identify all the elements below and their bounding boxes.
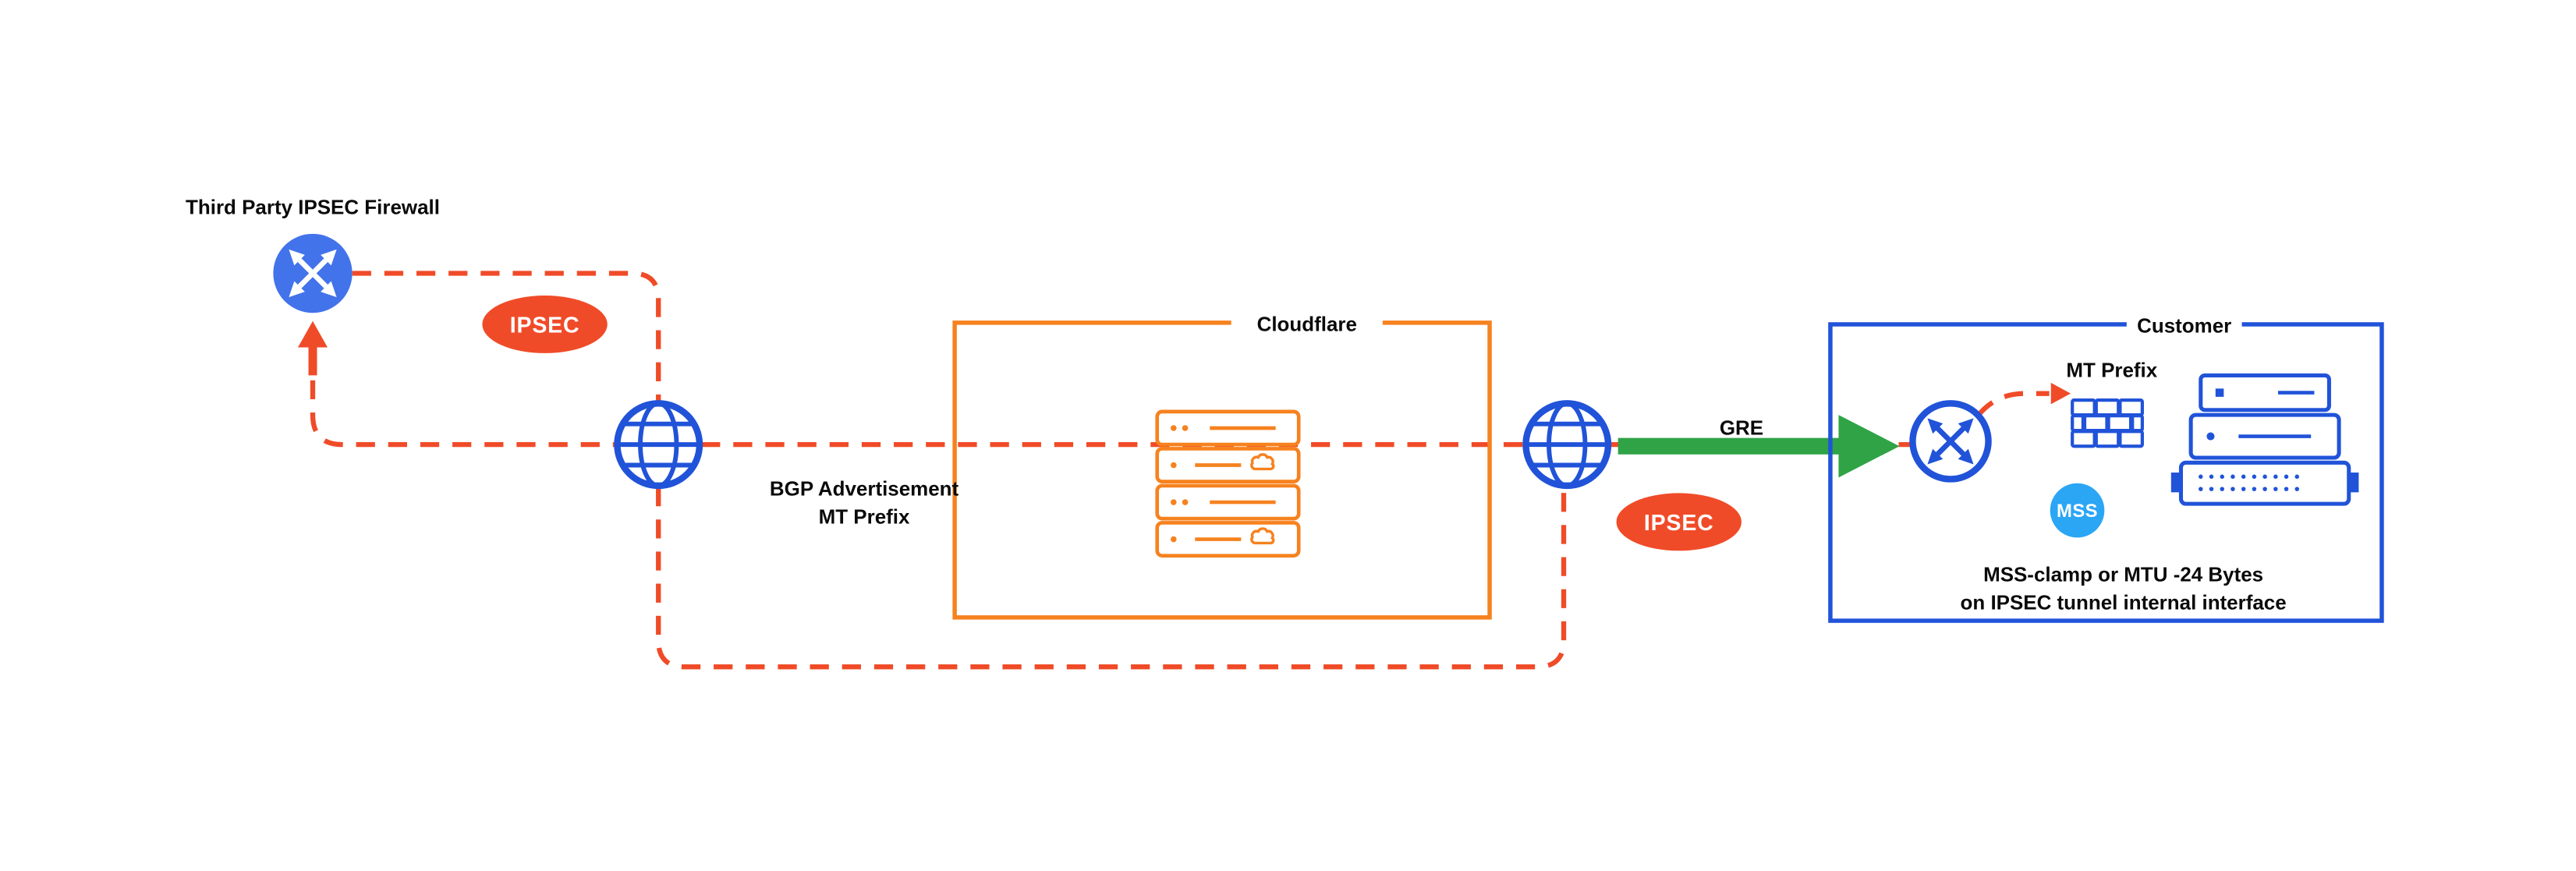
cloud-icon [1250, 453, 1275, 471]
mss-badge: MSS [2050, 483, 2105, 538]
server-vent-dots [2199, 474, 2300, 491]
gre-label: GRE [1720, 416, 1763, 439]
mss-note-line1: MSS-clamp or MTU -24 Bytes [1983, 562, 2263, 586]
path-firewall-to-internet-top [352, 271, 661, 402]
customer-box [1828, 322, 2384, 623]
path-bottom-return-loop [656, 487, 1567, 670]
bgp-advertisement-label-line2: MT Prefix [819, 505, 910, 528]
firewall-bricks-icon [2071, 398, 2144, 448]
cloudflare-server-stack-icon [1155, 409, 1301, 558]
customer-server-stack-icon [2170, 373, 2359, 506]
customer-router-icon [1909, 400, 1992, 483]
cloudflare-box-group: Cloudflare [952, 307, 1492, 620]
up-arrow-to-firewall-icon [298, 320, 328, 376]
path-firewall-return-left [310, 380, 616, 448]
customer-box-label: Customer [2137, 314, 2231, 338]
path-router-to-firewall-bricks [1976, 391, 2050, 417]
mss-note-line2: on IPSEC tunnel internal interface [1961, 590, 2287, 614]
customer-label-bg [2126, 309, 2242, 339]
cloudflare-box-label: Cloudflare [1257, 312, 1357, 335]
cloud-icon [1250, 527, 1275, 545]
mt-prefix-arrow-icon [2050, 382, 2071, 405]
internet-globe-left-icon [614, 400, 703, 490]
internet-globe-right-icon [1522, 400, 1612, 490]
bgp-advertisement-label-line1: BGP Advertisement [770, 477, 959, 501]
gre-arrow-icon [1618, 415, 1900, 478]
customer-box-group: Customer MT Prefix MSS [1828, 309, 2384, 623]
mss-badge-label: MSS [2057, 501, 2098, 522]
third-party-firewall-label: Third Party IPSEC Firewall [186, 195, 440, 218]
ipsec-badge-right: IPSEC [1616, 493, 1742, 551]
mt-prefix-label: MT Prefix [2066, 359, 2157, 382]
cloudflare-label-bg [1231, 307, 1383, 338]
third-party-firewall-router-icon [273, 233, 353, 313]
ipsec-badge-left: IPSEC [482, 296, 608, 353]
ipsec-badge-right-label: IPSEC [1644, 511, 1714, 536]
ipsec-badge-left-label: IPSEC [510, 313, 580, 338]
cloudflare-box [952, 320, 1492, 620]
